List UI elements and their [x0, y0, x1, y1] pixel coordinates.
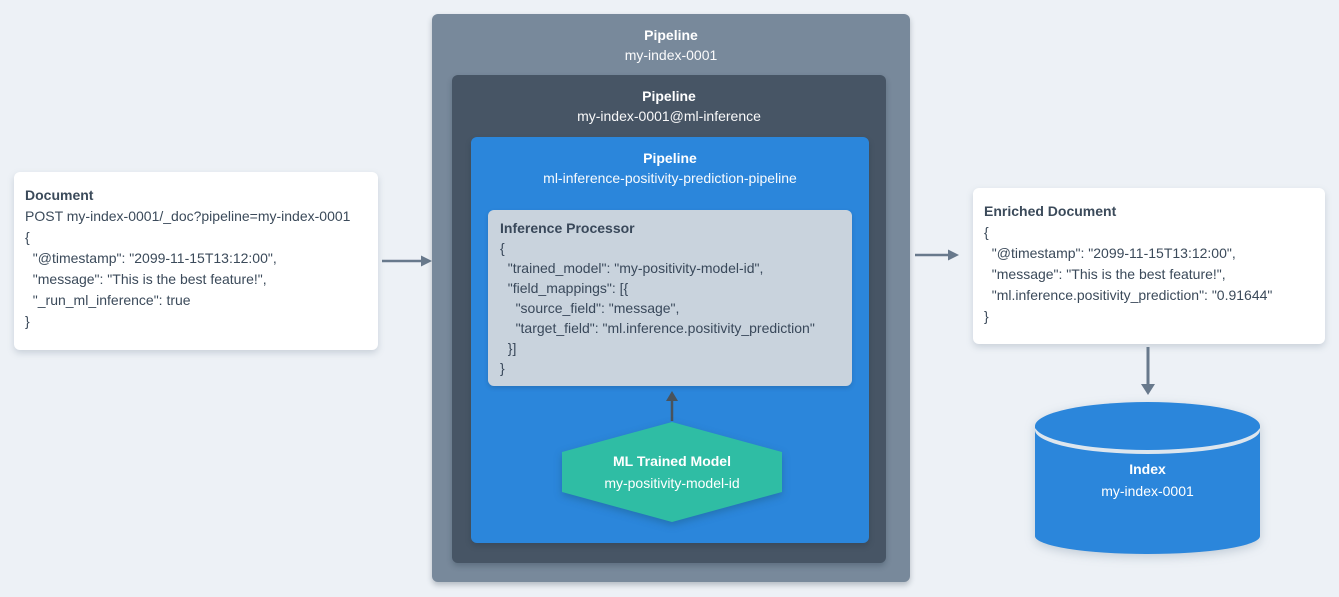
enriched-document-body: { "@timestamp": "2099-11-15T13:12:00", "…: [984, 224, 1273, 324]
outer-pipeline-header: Pipeline my-index-0001: [432, 14, 910, 65]
inference-processor-title: Inference Processor: [500, 220, 635, 236]
inference-processor-card: Inference Processor { "trained_model": "…: [488, 210, 852, 386]
ml-model-name: my-positivity-model-id: [604, 475, 740, 491]
index-name: my-index-0001: [1101, 483, 1194, 499]
index-label: Index: [1129, 461, 1166, 477]
document-card-body: POST my-index-0001/_doc?pipeline=my-inde…: [25, 208, 351, 329]
arrow-right-icon: [382, 255, 432, 267]
inner-pipeline-label: Pipeline: [643, 150, 697, 166]
enriched-document-title: Enriched Document: [984, 203, 1117, 219]
inference-processor-body: { "trained_model": "my-positivity-model-…: [500, 240, 815, 376]
arrow-down-icon: [1141, 347, 1155, 395]
ml-model-hexagon: ML Trained Model my-positivity-model-id: [562, 422, 782, 522]
middle-pipeline-header: Pipeline my-index-0001@ml-inference: [452, 75, 886, 126]
index-cylinder-top: [1035, 402, 1260, 450]
index-cylinder: Index my-index-0001: [1035, 402, 1260, 554]
inner-pipeline-box: Pipeline ml-inference-positivity-predict…: [471, 137, 869, 543]
outer-pipeline-box: Pipeline my-index-0001 Pipeline my-index…: [432, 14, 910, 582]
document-card: Document POST my-index-0001/_doc?pipelin…: [14, 172, 378, 350]
ml-model-label: ML Trained Model: [613, 453, 731, 469]
outer-pipeline-name: my-index-0001: [624, 47, 718, 63]
middle-pipeline-box: Pipeline my-index-0001@ml-inference Pipe…: [452, 75, 886, 563]
enriched-document-card: Enriched Document { "@timestamp": "2099-…: [973, 188, 1325, 344]
outer-pipeline-label: Pipeline: [644, 27, 698, 43]
inner-pipeline-name: ml-inference-positivity-prediction-pipel…: [543, 170, 797, 186]
ml-model-hexagon-shape: ML Trained Model my-positivity-model-id: [562, 422, 782, 522]
middle-pipeline-name: my-index-0001@ml-inference: [577, 108, 761, 124]
document-card-title: Document: [25, 187, 94, 203]
arrow-right-icon: [915, 249, 959, 261]
arrow-up-icon: [666, 391, 678, 421]
index-cylinder-text: Index my-index-0001: [1035, 458, 1260, 502]
inner-pipeline-header: Pipeline ml-inference-positivity-predict…: [471, 137, 869, 188]
middle-pipeline-label: Pipeline: [642, 88, 696, 104]
